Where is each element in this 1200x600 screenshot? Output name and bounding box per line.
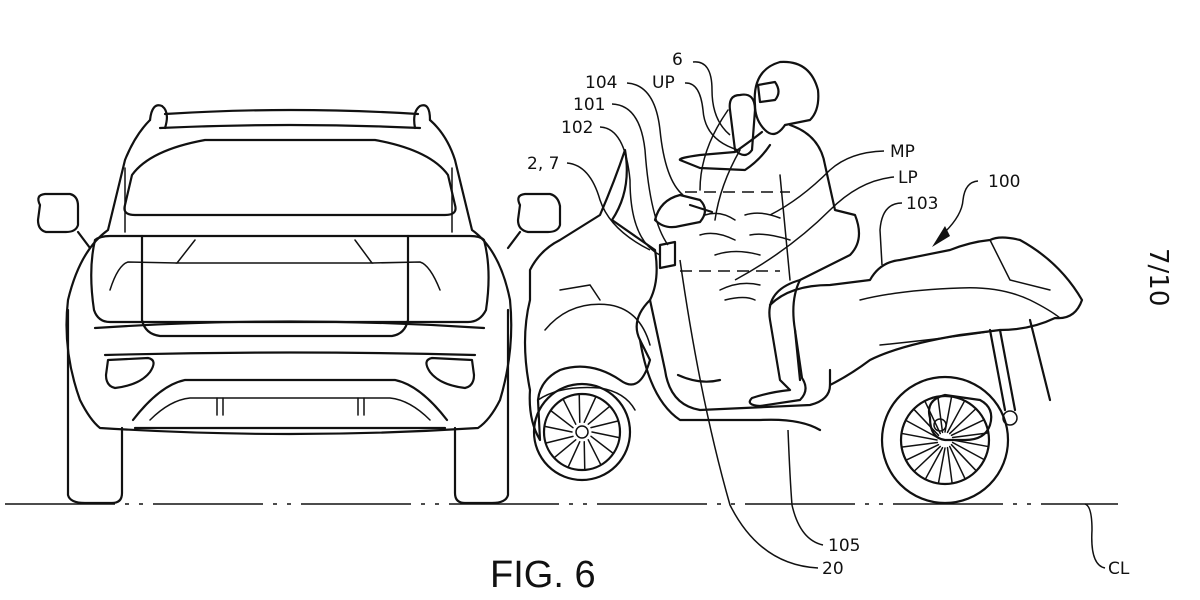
wheel-spoke [901,432,938,441]
wheel-spoke [901,441,939,448]
airbag-upper-portion [728,93,757,157]
label-103: 103 [906,194,938,214]
label-101: 101 [573,95,605,115]
wheel-spoke [951,441,985,460]
wheel-spoke [544,425,573,433]
wheel-spoke [587,406,610,425]
scooter-swingarm [927,393,993,442]
label-LP: LP [898,168,918,188]
car-tail-light-bar [90,234,490,324]
arrow-100 [932,226,950,247]
wheel-spoke [924,401,942,435]
label-20: 20 [822,559,844,579]
wheel-spoke [583,440,586,470]
label-104: 104 [585,73,617,93]
rider-arm [678,130,772,172]
label-102: 102 [561,118,593,138]
car-roof [158,108,422,130]
airbag-deployed [680,93,791,301]
wheel-spoke [905,420,939,439]
car-tire-right [453,308,510,505]
wheel-spoke [950,419,984,437]
label-MP: MP [890,142,915,162]
leader-CL [1084,503,1106,569]
wheel-spoke [914,445,942,472]
car-rear-window [123,138,457,217]
wheel-spoke [567,440,581,468]
leader-lines [566,61,1106,569]
wheel-spoke [948,445,966,479]
scooter-front-fairing [523,148,658,442]
car-roof-rail-left [148,104,169,130]
scooter-front-wheel [532,382,632,482]
wheel-spoke [583,396,597,424]
car-reflector-left [104,356,155,390]
leader-MP [769,150,885,216]
wheel-spoke [946,446,953,484]
car-diffuser [131,378,449,422]
rider-leg [748,278,807,408]
wheel-spoke [925,446,944,480]
wheel-spoke [937,396,944,434]
wheel-spoke [948,408,976,435]
car-bumper [93,320,486,330]
leader-104 [626,82,684,196]
scooter-rear-body [768,236,1084,387]
label-CL: CL [1108,559,1130,579]
wheel-spoke [590,435,614,454]
leader-LP [734,176,895,281]
car-tire-left [66,308,124,505]
wheel-spoke [554,439,577,458]
scooter-with-rider [523,60,1084,505]
wheel-spoke [913,409,940,437]
car-rear-view [36,104,562,505]
wheel-spoke [562,399,577,425]
car-body-outline [65,118,513,436]
label-6: 6 [672,50,683,70]
leader-100 [944,180,979,233]
figure-title: FIG. 6 [490,554,596,596]
leader-20 [679,259,819,569]
label-UP: UP [652,73,675,93]
wheel-spoke [550,410,574,429]
wheel-spoke [587,439,602,465]
leader-UP [684,82,739,151]
label-2-7: 2, 7 [527,154,559,174]
wheel-spoke [545,435,574,444]
leader-6 [692,61,731,136]
leader-2-7 [566,162,651,251]
car-bumper-line [103,351,477,357]
rider-helmet [753,60,820,136]
wheel-spoke [937,447,946,484]
rider-torso [788,123,861,382]
label-105: 105 [828,536,860,556]
wheel-spoke [946,400,965,434]
car-mirror-right [506,192,562,250]
wheel-spoke [951,432,989,439]
wheel-spoke [906,443,940,461]
label-100: 100 [988,172,1020,192]
leader-103 [879,202,903,266]
car-reflector-right [425,356,476,390]
car-roof-rail-right [413,104,432,130]
wheel-spoke [578,394,581,424]
scooter-rear-wheel [880,375,1010,505]
leader-102 [599,126,661,256]
wheel-spoke [590,420,619,429]
leader-105 [787,429,824,546]
wheel-spoke [950,443,977,471]
reference-labels: 6 UP 104 101 102 2, 7 MP LP 103 100 105 … [527,50,1130,579]
scooter-body [648,298,832,412]
leader-101 [611,103,669,246]
car-mirror-left [36,192,92,250]
rider-visor [756,80,780,104]
sheet-number: 7/10 [1143,248,1173,306]
scooter-handlebar [653,193,707,229]
wheel-spoke [591,431,620,439]
